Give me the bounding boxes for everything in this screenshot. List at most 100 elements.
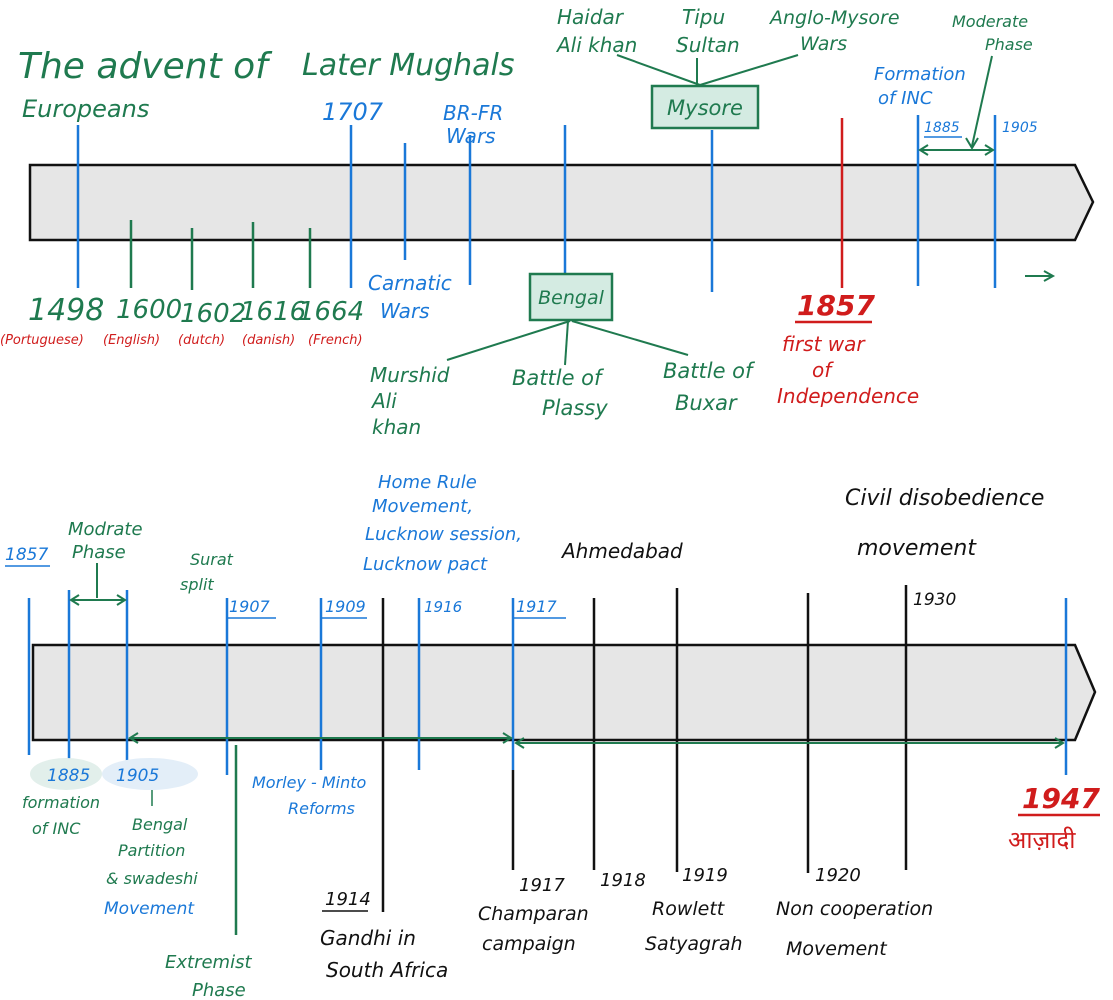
inc-formation: Formation xyxy=(874,64,966,85)
year-1857-top: 1857 xyxy=(797,289,875,322)
moderate-span-right-head xyxy=(984,144,995,156)
mysore-connector-haidar xyxy=(616,54,701,86)
heading-later-mughals: Later Mughals xyxy=(302,48,515,83)
b-gandhi-era-span-left xyxy=(514,737,525,749)
europe-powers: (Portuguese) (English) (dutch) (danish) … xyxy=(0,333,363,348)
b-moderate-span-right xyxy=(116,594,127,606)
power-english: (English) xyxy=(103,333,160,348)
heading-advent: The advent of xyxy=(18,46,273,87)
murshid-line3: khan xyxy=(372,415,421,439)
moderate-pointer xyxy=(971,55,993,147)
b-champaran-line2: campaign xyxy=(482,933,576,955)
b-moderate-line1: Modrate xyxy=(68,519,143,540)
b-noncoop-line2: Movement xyxy=(786,938,888,960)
heading-europeans: Europeans xyxy=(22,95,149,123)
tipu-line2: Sultan xyxy=(676,33,740,57)
mysore-connector-anglo xyxy=(699,54,799,86)
bengal-label: Bengal xyxy=(538,287,604,309)
anglo-mysore-line2: Wars xyxy=(800,33,847,55)
power-danish: (danish) xyxy=(242,333,295,348)
mysore-group: Mysore Haidar Ali khan Tipu Sultan Anglo… xyxy=(555,5,900,130)
b-champaran-line1: Champaran xyxy=(478,903,589,925)
b-extremist-span-left xyxy=(128,732,139,744)
year-1885-top: 1885 xyxy=(924,120,960,136)
b-year-1918: 1918 xyxy=(600,870,646,891)
b-year-1909: 1909 xyxy=(325,597,366,616)
bottom-timeline-arrow-bar xyxy=(31,643,1097,742)
b-year-1905: 1905 xyxy=(116,766,159,786)
b-year-1919: 1919 xyxy=(682,865,728,886)
power-french: (French) xyxy=(308,333,363,348)
b-homerule-line3: Lucknow session, xyxy=(365,524,522,545)
inc-moderate-group: Formation of INC Moderate Phase 1885 190… xyxy=(874,12,1056,282)
b-1905-highlight xyxy=(102,758,198,790)
br-fr-label: BR-FR xyxy=(443,101,503,125)
b-gandhi-line1: Gandhi in xyxy=(320,926,416,950)
top-timeline: The advent of Europeans Later Mughals 17… xyxy=(0,5,1095,439)
b-homerule-line2: Movement, xyxy=(372,496,473,517)
b-morley-line2: Reforms xyxy=(288,799,355,818)
murshid-line1: Murshid xyxy=(370,363,450,387)
bengal-connector-murshid xyxy=(446,320,571,361)
anglo-mysore-line1: Anglo-Mysore xyxy=(768,7,900,29)
year-1602: 1602 xyxy=(180,299,246,329)
year-1905-top: 1905 xyxy=(1002,120,1038,136)
b-year-1857: 1857 xyxy=(5,545,48,565)
first-war-line3: Independence xyxy=(777,384,919,408)
bengal-box xyxy=(528,272,614,322)
haidar-line1: Haidar xyxy=(557,5,625,29)
b-year-1907: 1907 xyxy=(229,597,271,616)
b-inc-line2: of INC xyxy=(32,819,81,838)
bengal-group: Bengal Murshid Ali khan Battle of Plassy… xyxy=(370,272,756,439)
br-fr-wars: Wars xyxy=(446,124,496,148)
b-year-1920: 1920 xyxy=(815,865,861,886)
b-year-1885: 1885 xyxy=(47,766,90,786)
b-rowlatt-line2: Satyagrah xyxy=(645,933,743,955)
plassey-line2: Plassy xyxy=(542,396,608,420)
b-year-1917: 1917 xyxy=(519,875,565,896)
moderate-span-left-head xyxy=(918,144,929,156)
power-dutch: (dutch) xyxy=(178,333,225,348)
continue-arrow-head xyxy=(1043,270,1056,282)
carnatic-label: Carnatic xyxy=(368,271,452,295)
b-azadi: आज़ादी xyxy=(1008,826,1076,854)
b-civil-line2: movement xyxy=(857,536,977,561)
b-bengal-line2: Partition xyxy=(118,841,185,860)
b-ahmedabad: Ahmedabad xyxy=(560,539,683,563)
year-1600: 1600 xyxy=(116,295,182,325)
b-year-1947: 1947 xyxy=(1022,782,1100,815)
b-noncoop-line1: Non cooperation xyxy=(776,898,933,920)
b-moderate-line2: Phase xyxy=(72,542,126,563)
b-homerule-line4: Lucknow pact xyxy=(363,554,488,575)
first-war-line1: first war xyxy=(782,332,866,356)
buxar-line1: Battle of xyxy=(663,359,756,383)
mysore-label: Mysore xyxy=(667,96,743,120)
b-extremist-line1: Extremist xyxy=(165,952,252,973)
b-surat-line1: Surat xyxy=(190,550,234,569)
buxar-line2: Buxar xyxy=(675,391,738,415)
year-1707: 1707 xyxy=(322,98,384,126)
b-civil-line1: Civil disobedience xyxy=(845,486,1044,511)
mysore-box xyxy=(650,84,760,130)
power-portuguese: (Portuguese) xyxy=(0,333,84,348)
first-war-line2: of xyxy=(812,358,834,382)
b-year-1916: 1916 xyxy=(424,598,462,616)
b-bengal-line1: Bengal xyxy=(132,815,188,834)
tipu-line1: Tipu xyxy=(682,5,725,29)
haidar-line2: Ali khan xyxy=(555,33,637,57)
b-year-1914: 1914 xyxy=(325,889,371,910)
b-year-1930: 1930 xyxy=(913,590,956,610)
b-gandhi-era-span-right xyxy=(1054,737,1065,749)
murshid-line2: Ali xyxy=(370,389,397,413)
b-1885-highlight xyxy=(30,758,102,790)
b-extremist-line2: Phase xyxy=(192,980,246,1000)
year-1616: 1616 xyxy=(240,297,306,327)
b-year-1917-top: 1917 xyxy=(516,597,558,616)
moderate-phase-line2: Phase xyxy=(985,35,1033,54)
carnatic-wars: Wars xyxy=(380,299,430,323)
b-bengal-line4: Movement xyxy=(104,899,195,919)
year-1498: 1498 xyxy=(28,293,104,328)
plassey-line1: Battle of xyxy=(512,366,605,390)
b-extremist-span-right xyxy=(502,732,513,744)
